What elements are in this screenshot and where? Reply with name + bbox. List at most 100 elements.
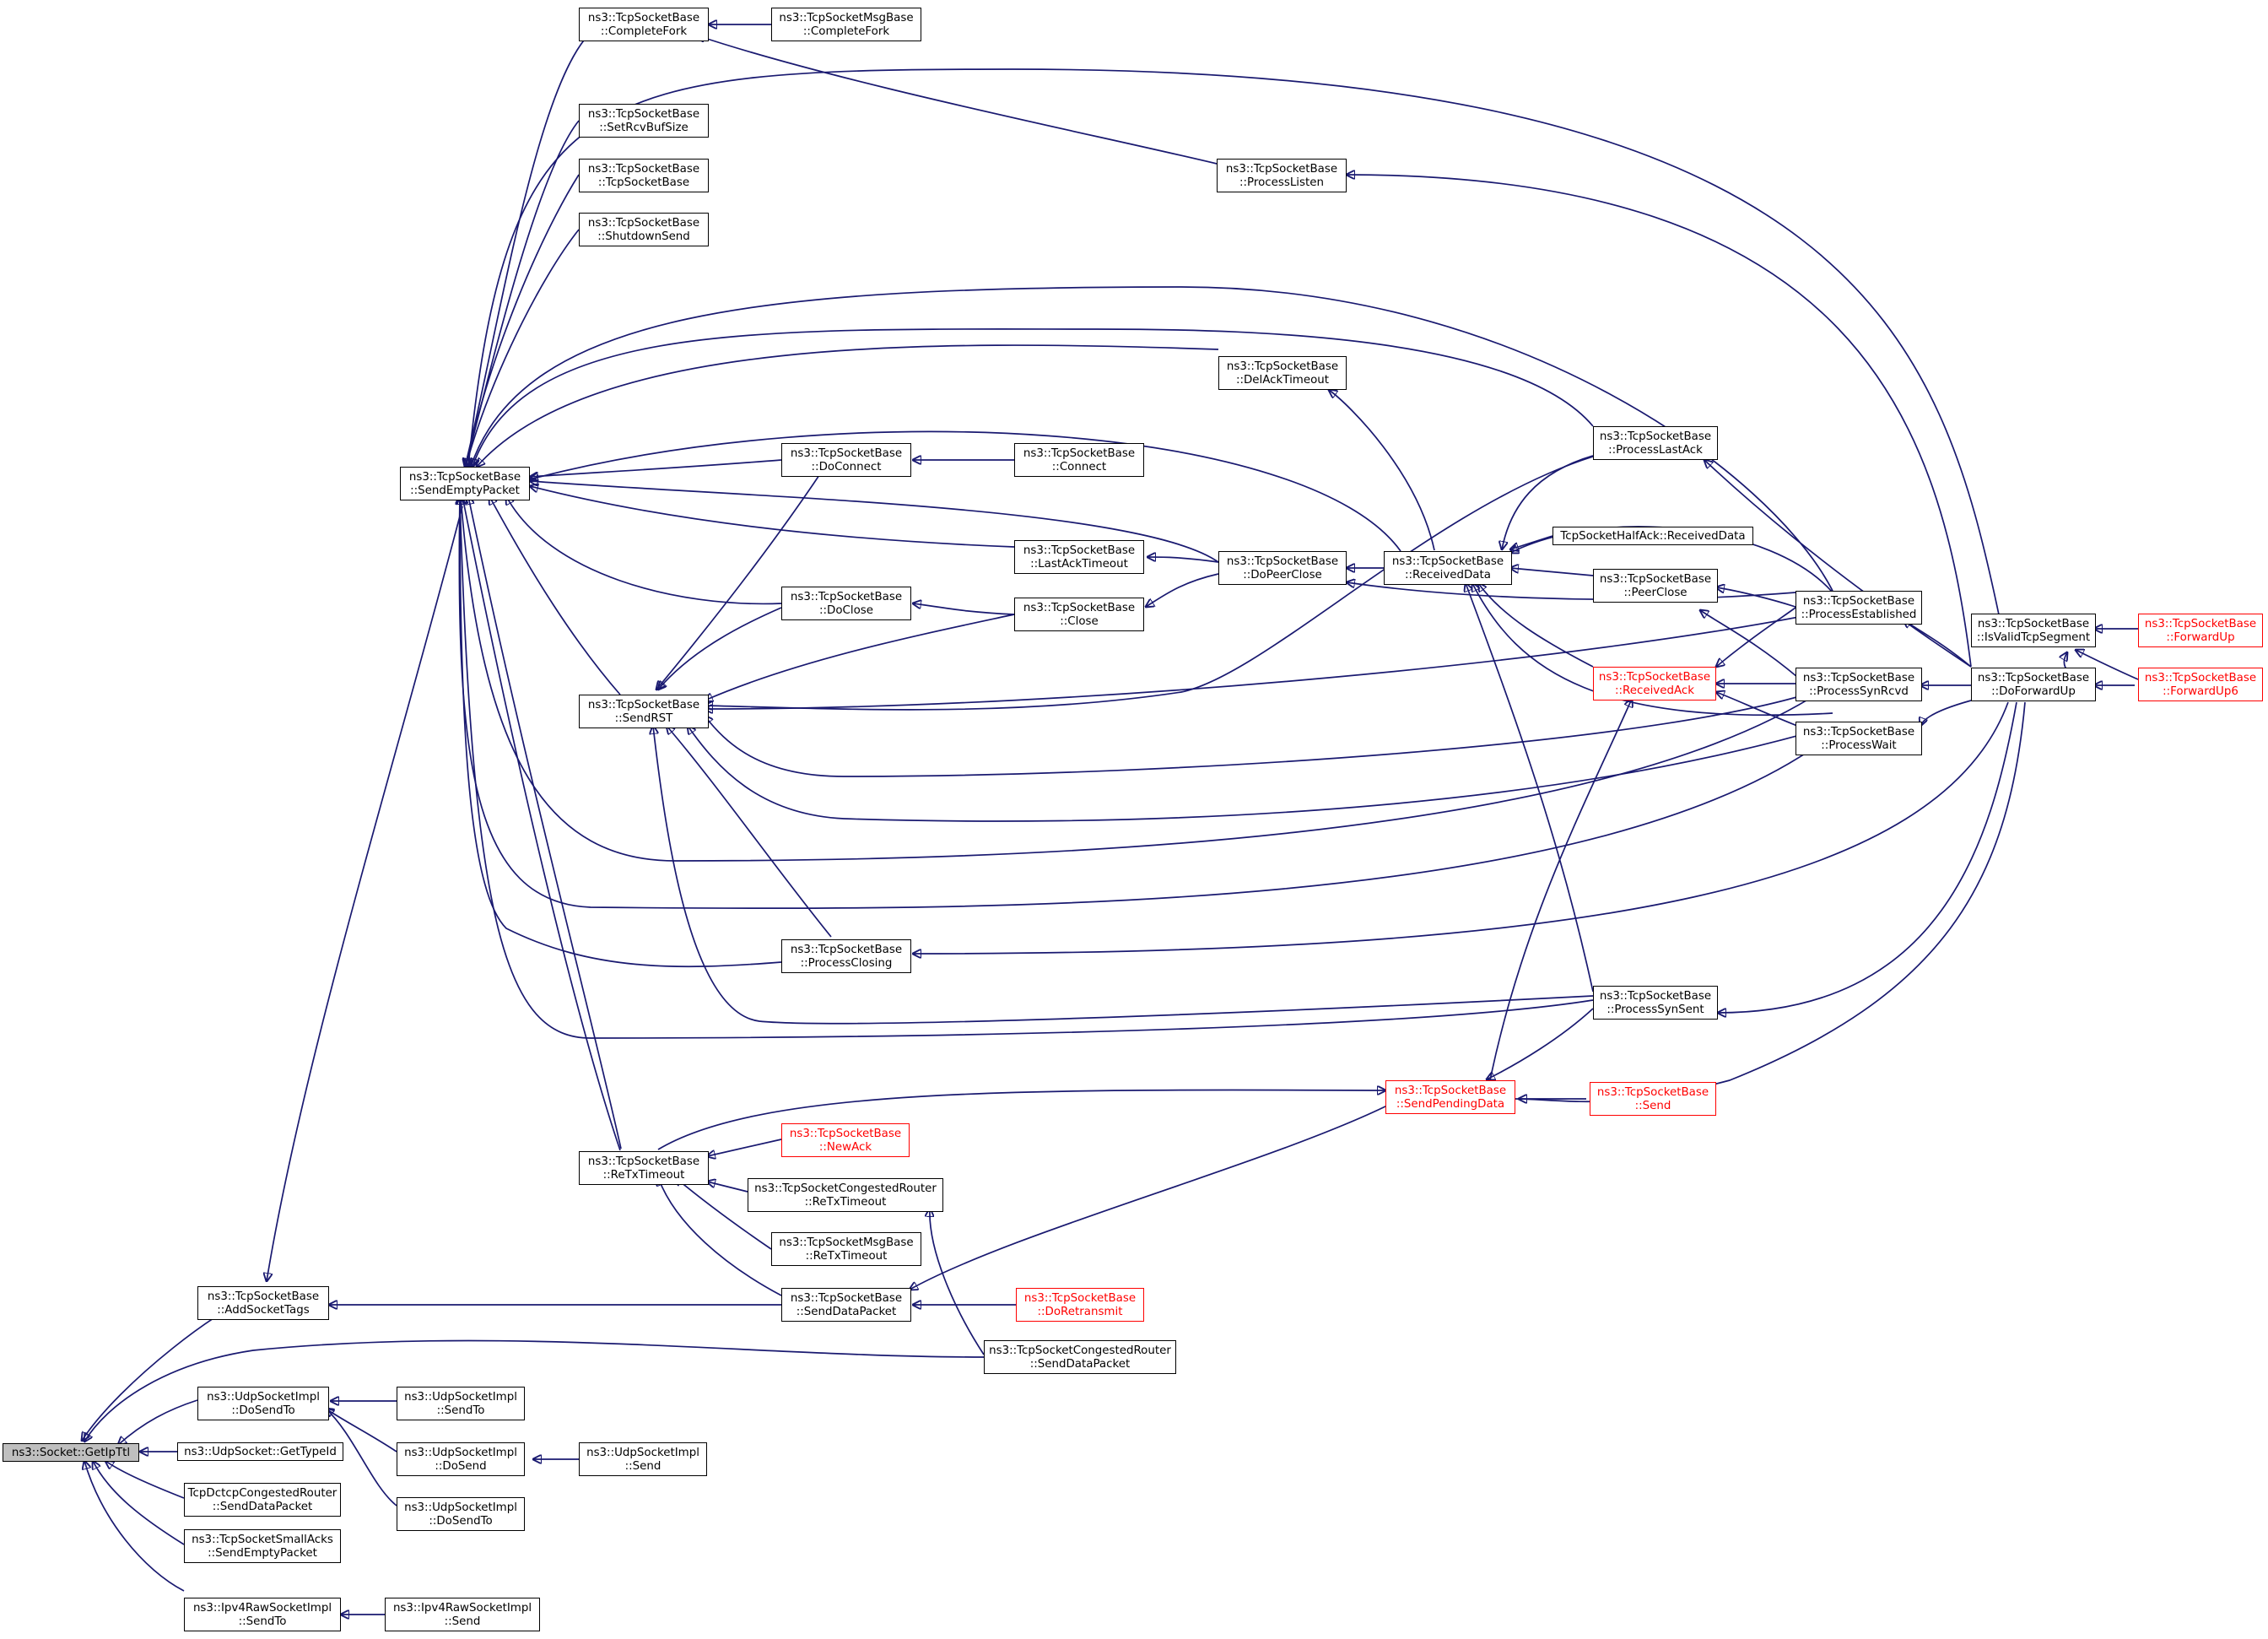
edge <box>1500 701 2026 1101</box>
node-label: ns3::TcpSocketBase <box>1225 162 1338 176</box>
node-dctcp-senddatapacket[interactable]: TcpDctcpCongestedRouter::SendDataPacket <box>184 1483 341 1517</box>
node-udp-dosend[interactable]: ns3::UdpSocketImpl::DoSend <box>397 1442 525 1476</box>
node-ipv4raw-send[interactable]: ns3::Ipv4RawSocketImpl::Send <box>385 1598 540 1631</box>
edge <box>1329 390 1435 551</box>
node-processsynrcvd[interactable]: ns3::TcpSocketBase::ProcessSynRcvd <box>1796 668 1922 701</box>
node-processclosing[interactable]: ns3::TcpSocketBase::ProcessClosing <box>781 939 911 973</box>
node-senddatapacket[interactable]: ns3::TcpSocketBase::SendDataPacket <box>781 1288 911 1322</box>
node-addsockettags[interactable]: ns3::TcpSocketBase::AddSocketTags <box>197 1286 329 1320</box>
node-label-method: ::ForwardUp6 <box>2163 684 2238 698</box>
node-forwardup6[interactable]: ns3::TcpSocketBase::ForwardUp6 <box>2138 668 2263 701</box>
edge <box>93 1461 185 1545</box>
node-sendpendingdata[interactable]: ns3::TcpSocketBase::SendPendingData <box>1385 1080 1515 1114</box>
node-shutdownsend[interactable]: ns3::TcpSocketBase::ShutdownSend <box>579 213 709 246</box>
edge <box>1466 583 1594 993</box>
edge <box>913 603 1015 615</box>
node-receiveddata[interactable]: ns3::TcpSocketBase::ReceivedData <box>1384 551 1512 585</box>
node-udp-sendto[interactable]: ns3::UdpSocketImpl::SendTo <box>397 1387 525 1420</box>
node-processlastack[interactable]: ns3::TcpSocketBase::ProcessLastAck <box>1593 426 1718 460</box>
node-udp-gettypeid[interactable]: ns3::UdpSocket::GetTypeId <box>177 1442 343 1461</box>
node-label-method: ::DoSend <box>435 1459 487 1473</box>
node-label: ns3::TcpSocketBase <box>1226 554 1339 568</box>
node-doconnect[interactable]: ns3::TcpSocketBase::DoConnect <box>781 443 911 477</box>
node-processwait[interactable]: ns3::TcpSocketBase::ProcessWait <box>1796 722 1922 755</box>
node-forwardup[interactable]: ns3::TcpSocketBase::ForwardUp <box>2138 614 2263 647</box>
node-label: ns3::TcpSocketBase <box>587 698 700 711</box>
node-label: ns3::TcpSocketBase <box>587 216 700 230</box>
node-udp-send[interactable]: ns3::UdpSocketImpl::Send <box>579 1442 707 1476</box>
node-congested-senddatapacket[interactable]: ns3::TcpSocketCongestedRouter::SendDataP… <box>984 1340 1176 1374</box>
node-label: ns3::TcpSocketBase <box>2144 617 2257 630</box>
node-label-method: ::DoForwardUp <box>1991 684 2076 698</box>
edge <box>1920 700 1972 726</box>
node-dopeerclose[interactable]: ns3::TcpSocketBase::DoPeerClose <box>1218 551 1347 585</box>
node-smallacks-sendemptypacket[interactable]: ns3::TcpSocketSmallAcks::SendEmptyPacket <box>184 1529 341 1563</box>
node-udp-dosendto-2[interactable]: ns3::UdpSocketImpl::DoSendTo <box>397 1497 525 1531</box>
node-label-method: ::SendDataPacket <box>796 1305 897 1318</box>
node-label-method: ::ProcessSynRcvd <box>1809 684 1909 698</box>
node-peerclose[interactable]: ns3::TcpSocketBase::PeerClose <box>1593 569 1718 603</box>
edge <box>1704 460 1972 668</box>
edge <box>913 701 2009 954</box>
node-label: ns3::UdpSocketImpl <box>586 1446 699 1459</box>
node-connect[interactable]: ns3::TcpSocketBase::Connect <box>1014 443 1144 477</box>
node-label: ns3::TcpSocketBase <box>1596 1085 1709 1099</box>
edge <box>1716 607 1796 667</box>
edge <box>1487 1008 1594 1079</box>
node-ipv4raw-sendto[interactable]: ns3::Ipv4RawSocketImpl::SendTo <box>184 1598 341 1631</box>
node-sendrst[interactable]: ns3::TcpSocketBase::SendRST <box>579 695 709 728</box>
node-send[interactable]: ns3::TcpSocketBase::Send <box>1590 1082 1716 1116</box>
node-label: ns3::TcpSocketBase <box>790 446 903 460</box>
node-label: ns3::TcpSocketBase <box>1226 360 1339 373</box>
node-label: ns3::UdpSocketImpl <box>404 1446 517 1459</box>
node-label: ns3::TcpSocketBase <box>1023 601 1136 614</box>
node-label: ns3::TcpSocketBase <box>1391 554 1504 568</box>
node-label-method: ::ProcessSynSent <box>1606 1003 1704 1016</box>
node-lastacktimeout[interactable]: ns3::TcpSocketBase::LastAckTimeout <box>1014 540 1144 574</box>
node-label-method: ::ReceivedData <box>1405 568 1491 581</box>
node-label-method: ::Connect <box>1051 460 1107 473</box>
edge <box>705 614 1015 700</box>
node-msg-retxtimeout[interactable]: ns3::TcpSocketMsgBase::ReTxTimeout <box>771 1232 921 1266</box>
node-tcpsocketbase-ctor[interactable]: ns3::TcpSocketBase::TcpSocketBase <box>579 159 709 192</box>
node-label: ns3::TcpSocketBase <box>1023 446 1136 460</box>
node-newack[interactable]: ns3::TcpSocketBase::NewAck <box>781 1123 910 1157</box>
node-label-method: ::ProcessClosing <box>800 956 893 970</box>
node-doclose[interactable]: ns3::TcpSocketBase::DoClose <box>781 587 911 620</box>
node-processlisten[interactable]: ns3::TcpSocketBase::ProcessListen <box>1217 159 1347 192</box>
node-label-method: ::SetRcvBufSize <box>599 121 688 134</box>
node-label: ns3::TcpSocketBase <box>1802 594 1915 608</box>
node-processestablished[interactable]: ns3::TcpSocketBase::ProcessEstablished <box>1796 591 1922 625</box>
node-label: ns3::TcpSocketBase <box>587 11 700 24</box>
node-delacktimeout[interactable]: ns3::TcpSocketBase::DelAckTimeout <box>1218 356 1347 390</box>
node-isvalidtcpsegment[interactable]: ns3::TcpSocketBase::IsValidTcpSegment <box>1971 614 2096 647</box>
edge <box>460 496 1594 1039</box>
node-setrcvbufsize[interactable]: ns3::TcpSocketBase::SetRcvBufSize <box>579 104 709 138</box>
node-completefork[interactable]: ns3::TcpSocketBase::CompleteFork <box>579 8 709 41</box>
edge <box>530 481 1219 563</box>
node-retxtimeout[interactable]: ns3::TcpSocketBase::ReTxTimeout <box>579 1151 709 1185</box>
node-halfack-receiveddata[interactable]: TcpSocketHalfAck::ReceivedData <box>1552 527 1753 545</box>
node-close[interactable]: ns3::TcpSocketBase::Close <box>1014 598 1144 631</box>
node-label: TcpSocketHalfAck::ReceivedData <box>1560 529 1746 543</box>
node-congested-retxtimeout[interactable]: ns3::TcpSocketCongestedRouter::ReTxTimeo… <box>748 1178 943 1212</box>
edge <box>466 174 580 467</box>
edge <box>84 1339 985 1442</box>
edge <box>667 726 832 938</box>
node-doretransmit[interactable]: ns3::TcpSocketBase::DoRetransmit <box>1016 1288 1144 1322</box>
edge <box>267 506 463 1281</box>
node-label-method: ::DelAckTimeout <box>1235 373 1330 387</box>
node-processsynsent[interactable]: ns3::TcpSocketBase::ProcessSynSent <box>1593 986 1718 1020</box>
node-doforwardup[interactable]: ns3::TcpSocketBase::DoForwardUp <box>1971 668 2096 701</box>
edge <box>465 24 603 467</box>
node-msg-completefork[interactable]: ns3::TcpSocketMsgBase::CompleteFork <box>771 8 921 41</box>
node-receivedack[interactable]: ns3::TcpSocketBase::ReceivedAck <box>1593 667 1716 700</box>
node-sendemptypacket[interactable]: ns3::TcpSocketBase::SendEmptyPacket <box>400 467 530 500</box>
node-udp-dosendto[interactable]: ns3::UdpSocketImpl::DoSendTo <box>197 1387 329 1420</box>
node-label: ns3::TcpSocketBase <box>790 943 903 956</box>
node-socket-getipttl[interactable]: ns3::Socket::GetIpTtl <box>3 1443 139 1462</box>
edge <box>459 496 1833 910</box>
node-label: ns3::UdpSocketImpl <box>404 1390 517 1404</box>
node-label: ns3::Ipv4RawSocketImpl <box>392 1601 532 1615</box>
node-label: ns3::TcpSocketMsgBase <box>779 11 914 24</box>
